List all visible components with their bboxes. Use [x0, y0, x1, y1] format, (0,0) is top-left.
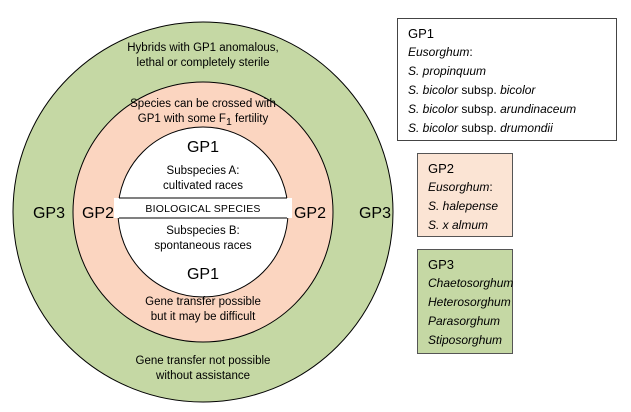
gp3-right-label: GP3	[359, 205, 391, 222]
legend-gp3-genus: Stiposorghum	[428, 333, 503, 347]
legend-gp3-genus: Parasorghum	[428, 314, 501, 328]
gene-pool-diagram: Hybrids with GP1 anomalous, lethal or co…	[12, 21, 394, 403]
subspecies-a-line1: Subspecies A:	[167, 165, 240, 177]
legend-gp1-species-name: S. bicolor	[408, 102, 459, 116]
gp2-left-label: GP2	[82, 205, 114, 222]
gp2-bottom-note-line2: but it may be difficult	[151, 311, 256, 323]
legend-gp1-species: S. propinquum	[408, 62, 608, 81]
gp3-bottom-note-line1: Gene transfer not possible	[136, 355, 271, 367]
legend-box-gp2: GP2 Eusorghum: S. halepense S. x almum	[417, 153, 513, 237]
gp2-top-note-line2: GP1 with some F1 fertility	[138, 113, 269, 128]
biological-species-label: BIOLOGICAL SPECIES	[145, 203, 260, 215]
legend-gp1-genus-colon: :	[469, 45, 473, 59]
gp2-top-note-line1: Species can be crossed with	[130, 98, 276, 110]
legend-gp1-subsp-name: bicolor	[500, 83, 536, 97]
legend-gp2-species: S. halepense	[428, 199, 499, 213]
gp2-bottom-note-line1: Gene transfer possible	[145, 296, 261, 308]
gp2-top-note-subscript: 1	[226, 116, 232, 128]
legend-gp1-species-name: S. bicolor	[408, 83, 459, 97]
legend-box-gp3: GP3 Chaetosorghum Heterosorghum Parasorg…	[417, 249, 513, 354]
legend-gp2-genus: Eusorghum:	[428, 178, 504, 197]
legend-gp1-species: S. bicolor subsp. arundinaceum	[408, 100, 608, 119]
legend-gp1-genus: Eusorghum:	[408, 43, 608, 62]
legend-gp3-title: GP3	[428, 257, 455, 272]
gp3-top-note-line2: lethal or completely sterile	[137, 57, 270, 69]
legend-gp2-genus-colon: :	[489, 180, 493, 194]
gp2-right-label: GP2	[294, 205, 326, 222]
legend-gp1-title: GP1	[408, 26, 435, 41]
subspecies-b-line1: Subspecies B:	[166, 225, 240, 237]
legend-gp1-subsp-word: subsp.	[458, 83, 501, 97]
legend-box-gp1: GP1 Eusorghum: S. propinquum S. bicolor …	[397, 18, 617, 141]
subspecies-b-line2: spontaneous races	[154, 240, 251, 252]
legend-gp2-species: S. x almum	[428, 218, 489, 232]
legend-gp3-genus: Chaetosorghum	[428, 276, 514, 290]
legend-gp1-genus-name: Eusorghum	[408, 45, 470, 59]
legend-gp1-subsp-name: drumondii	[500, 121, 553, 135]
legend-gp1-subsp-name: arundinaceum	[500, 102, 577, 116]
legend-gp2-genus-name: Eusorghum	[428, 180, 490, 194]
legend-gp3-genus: Heterosorghum	[428, 295, 511, 309]
gp3-top-note-line1: Hybrids with GP1 anomalous,	[127, 42, 278, 54]
legend-gp1-species-name: S. propinquum	[408, 64, 487, 78]
gp2-top-note-line2-before: GP1 with some F	[138, 113, 226, 125]
legend-gp1-species: S. bicolor subsp. bicolor	[408, 81, 608, 100]
subspecies-a-line2: cultivated races	[163, 180, 243, 192]
gp3-left-label: GP3	[33, 205, 65, 222]
legend-gp2-title: GP2	[428, 161, 455, 176]
legend-gp1-species-name: S. bicolor	[408, 121, 459, 135]
gp2-top-note-line2-after: fertility	[232, 113, 269, 125]
biological-species-band	[114, 198, 292, 218]
gp1-bottom-label: GP1	[187, 266, 219, 283]
legend-gp1-species: S. bicolor subsp. drumondii	[408, 119, 608, 138]
legend-gp1-subsp-word: subsp.	[458, 102, 501, 116]
gp3-bottom-note-line2: without assistance	[155, 370, 250, 382]
gp1-top-label: GP1	[187, 139, 219, 156]
legend-gp1-subsp-word: subsp.	[458, 121, 501, 135]
